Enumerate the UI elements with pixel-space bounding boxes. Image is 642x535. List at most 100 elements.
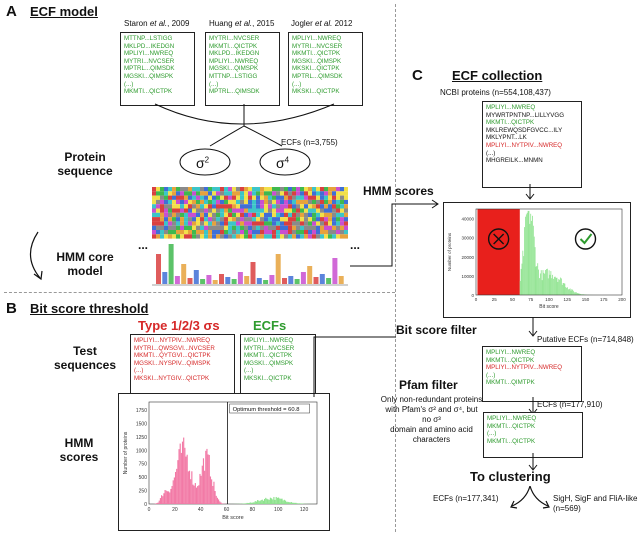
alignment-cell [152, 196, 156, 200]
alignment-cell [276, 191, 280, 195]
histogram-bar-accepted [520, 281, 521, 295]
histogram-bar-type [168, 491, 169, 504]
alignment-cell [160, 209, 164, 213]
histogram-bar-accepted [570, 288, 571, 295]
type-heading: Type 1/2/3 σs [138, 318, 220, 333]
histogram-bar-accepted [524, 227, 525, 295]
alignment-cell [180, 230, 184, 234]
sequence-line: MYTRI...NVCSER [209, 35, 276, 43]
histogram-bar-accepted [553, 279, 554, 295]
alignment-cell [232, 209, 236, 213]
alignment-cell [272, 196, 276, 200]
alignment-cell [328, 191, 332, 195]
alignment-cell [176, 200, 180, 204]
histogram-bar-type [177, 460, 178, 504]
logo-column [156, 254, 161, 284]
histogram-bar-type [165, 490, 166, 504]
histogram-bar-ecf [254, 502, 255, 504]
alignment-cell [320, 217, 324, 221]
alignment-cell [244, 217, 248, 221]
histogram-bar-type [204, 471, 205, 504]
histogram-bar-type [203, 458, 204, 504]
alignment-cell [332, 209, 336, 213]
alignment-cell [328, 204, 332, 208]
alignment-cell [316, 230, 320, 234]
alignment-cell [308, 209, 312, 213]
alignment-cell [256, 230, 260, 234]
alignment-cell [336, 213, 340, 217]
histogram-bar-accepted [526, 214, 527, 295]
alignment-cell [248, 209, 252, 213]
alignment-cell [316, 213, 320, 217]
alignment-cell [236, 204, 240, 208]
alignment-cell [292, 217, 296, 221]
histogram-bar-accepted [557, 282, 558, 295]
alignment-cell [200, 196, 204, 200]
logo-column [269, 275, 274, 284]
sequence-line: MYTRI...QWSGVI...NVCSER [134, 345, 231, 353]
histogram-bar-accepted [558, 279, 559, 295]
alignment-cell [320, 200, 324, 204]
alignment-cell [164, 217, 168, 221]
alignment-cell [252, 200, 256, 204]
alignment-cell [304, 204, 308, 208]
alignment-cell [200, 226, 204, 230]
alignment-cell [192, 221, 196, 225]
y-tick-label: 750 [139, 462, 148, 468]
logo-column [175, 276, 180, 284]
alignment-cell [208, 191, 212, 195]
threshold-label: Optimum threshold = 60.8 [233, 407, 300, 413]
logo-column [206, 275, 211, 284]
hmm-scores-label-b: HMM scores [44, 436, 114, 464]
alignment-cell [240, 226, 244, 230]
alignment-cell [188, 234, 192, 238]
alignment-cell [288, 230, 292, 234]
histogram-bar-type [217, 498, 218, 504]
alignment-cell [260, 209, 264, 213]
histogram-bar-type [188, 471, 189, 504]
histogram-bar-ecf [250, 502, 251, 504]
alignment-cell [340, 230, 344, 234]
histogram-bar-ecf [294, 503, 295, 504]
alignment-cell [256, 191, 260, 195]
alignment-cell [324, 230, 328, 234]
sequence-line: MGSKI...QIMSPK [209, 65, 276, 73]
alignment-cell [168, 217, 172, 221]
x-tick-label: 0 [475, 297, 478, 302]
alignment-cell [172, 213, 176, 217]
alignment-cell [336, 234, 340, 238]
alignment-cell [220, 234, 224, 238]
histogram-bar-type [158, 503, 159, 504]
histogram-bar-accepted [568, 289, 569, 295]
x-tick-label: 50 [510, 297, 516, 302]
histogram-bar-type [194, 486, 195, 504]
histogram-bar-ecf [300, 503, 301, 504]
histogram-bar-ecf [298, 503, 299, 504]
histogram-bar-accepted [525, 217, 526, 295]
histogram-bar-accepted [557, 278, 558, 295]
alignment-cell [316, 226, 320, 230]
alignment-cell [328, 213, 332, 217]
alignment-cell [336, 209, 340, 213]
alignment-cell [236, 234, 240, 238]
alignment-cell [176, 187, 180, 191]
alignment-cell [156, 213, 160, 217]
alignment-cell [328, 187, 332, 191]
histogram-bar-accepted [543, 270, 544, 295]
alignment-cell [320, 204, 324, 208]
alignment-cell [220, 226, 224, 230]
alignment-cell [216, 209, 220, 213]
connector-b-to-c [250, 325, 400, 405]
alignment-cell [288, 191, 292, 195]
alignment-cell [300, 191, 304, 195]
alignment-cell [208, 187, 212, 191]
alignment-cell [276, 217, 280, 221]
histogram-bar-ecf [273, 497, 274, 504]
alignment-cell [300, 226, 304, 230]
y-axis-label: Number of proteins [447, 232, 452, 271]
alignment-cell [180, 217, 184, 221]
histogram-bar-ecf [284, 500, 285, 504]
alignment-cell [268, 221, 272, 225]
alignment-cell [244, 213, 248, 217]
